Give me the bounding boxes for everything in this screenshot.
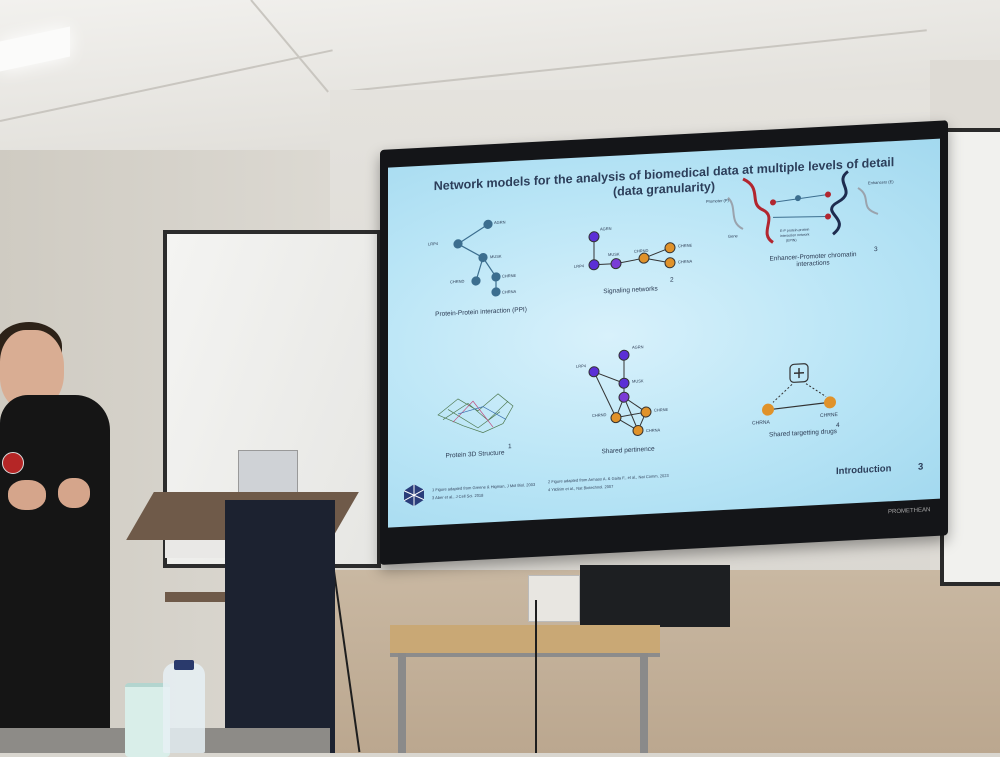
screen-stand: [580, 565, 730, 627]
signaling-node: [638, 252, 650, 264]
chromatin-label: (EPIN): [786, 238, 797, 243]
ppi-node: [483, 219, 493, 229]
pertinence-node: [618, 377, 630, 389]
drugs-diagram: [762, 363, 836, 416]
pertinence-node: [610, 412, 622, 424]
ppi-label: MUSK: [490, 253, 502, 260]
screen-brand: PROMETHEAN: [888, 507, 931, 516]
side-table: [390, 625, 660, 657]
structure-ref: 1: [508, 443, 512, 451]
slide-diagrams: [403, 170, 879, 507]
pertinence-label: AGRN: [632, 344, 644, 350]
ppi-label: LRP4: [428, 240, 439, 247]
signaling-network: [588, 231, 676, 271]
presenter-body: [0, 395, 110, 735]
ppi-label: AGRN: [494, 219, 506, 226]
ppi-label: CHRNA: [502, 288, 517, 295]
protein-structure: [437, 393, 514, 433]
pertinence-node: [632, 424, 644, 436]
signaling-node: [588, 259, 600, 271]
ppi-label: CHRNE: [502, 272, 517, 279]
signaling-label: MUSK: [608, 251, 620, 258]
pertinence-label: MUSK: [632, 378, 644, 384]
presenter-badge: [2, 452, 24, 474]
whiteboard-right: [940, 128, 1000, 586]
pertinence-label: CHRND: [592, 412, 607, 418]
pertinence-node: [618, 391, 630, 403]
ppi-network: [453, 219, 501, 297]
signaling-label: LRP4: [574, 263, 585, 269]
cable: [535, 600, 537, 753]
chromatin-diagram: [727, 170, 879, 244]
ppi-node: [491, 272, 501, 282]
pertinence-network: [588, 349, 652, 436]
signaling-label: CHRNA: [678, 258, 693, 265]
presenter-hand: [8, 480, 46, 510]
signaling-node: [610, 258, 622, 270]
signaling-label: CHRND: [634, 247, 649, 254]
water-bottle: [163, 663, 205, 753]
pertinence-node: [588, 366, 600, 378]
signaling-label: AGRN: [600, 225, 612, 232]
ppi-node: [491, 287, 501, 297]
signaling-ref: 2: [670, 276, 674, 284]
pertinence-label: CHRNE: [654, 406, 669, 413]
laptop: [238, 450, 298, 494]
bottle-cap: [174, 660, 194, 670]
pertinence-node: [618, 349, 630, 361]
presentation-slide: Network models for the analysis of biome…: [388, 138, 940, 528]
drug-node-label: CHRNA: [752, 419, 770, 427]
signaling-node: [588, 231, 600, 243]
podium-shelf: [165, 540, 225, 558]
signaling-label: CHRNE: [678, 242, 693, 249]
podium: [225, 500, 335, 753]
drug-node: [824, 396, 836, 409]
pertinence-label: LRP4: [576, 363, 587, 369]
signaling-node: [664, 257, 676, 269]
ppi-node: [453, 239, 463, 249]
table-leg: [640, 653, 648, 753]
signaling-node: [664, 242, 676, 254]
lab-logo-icon: [403, 484, 425, 507]
podium-shelf: [165, 592, 225, 602]
drug-node: [762, 403, 774, 416]
drug-node-label: CHRNE: [820, 412, 838, 419]
display-screen: Network models for the analysis of biome…: [380, 120, 948, 565]
ppi-label: CHRND: [450, 278, 465, 285]
pertinence-label: CHRNA: [646, 427, 661, 434]
ppi-node: [478, 252, 488, 263]
chromatin-ref: 3: [874, 245, 878, 254]
drug-icon: [789, 363, 809, 383]
pertinence-node: [640, 406, 652, 418]
chromatin-label: Gene: [728, 233, 738, 239]
ppi-node: [471, 276, 481, 286]
table-leg: [398, 653, 406, 753]
drugs-ref: 4: [836, 421, 840, 430]
page-number: 3: [918, 461, 924, 473]
cup: [125, 683, 170, 757]
presenter-hand: [58, 478, 90, 508]
